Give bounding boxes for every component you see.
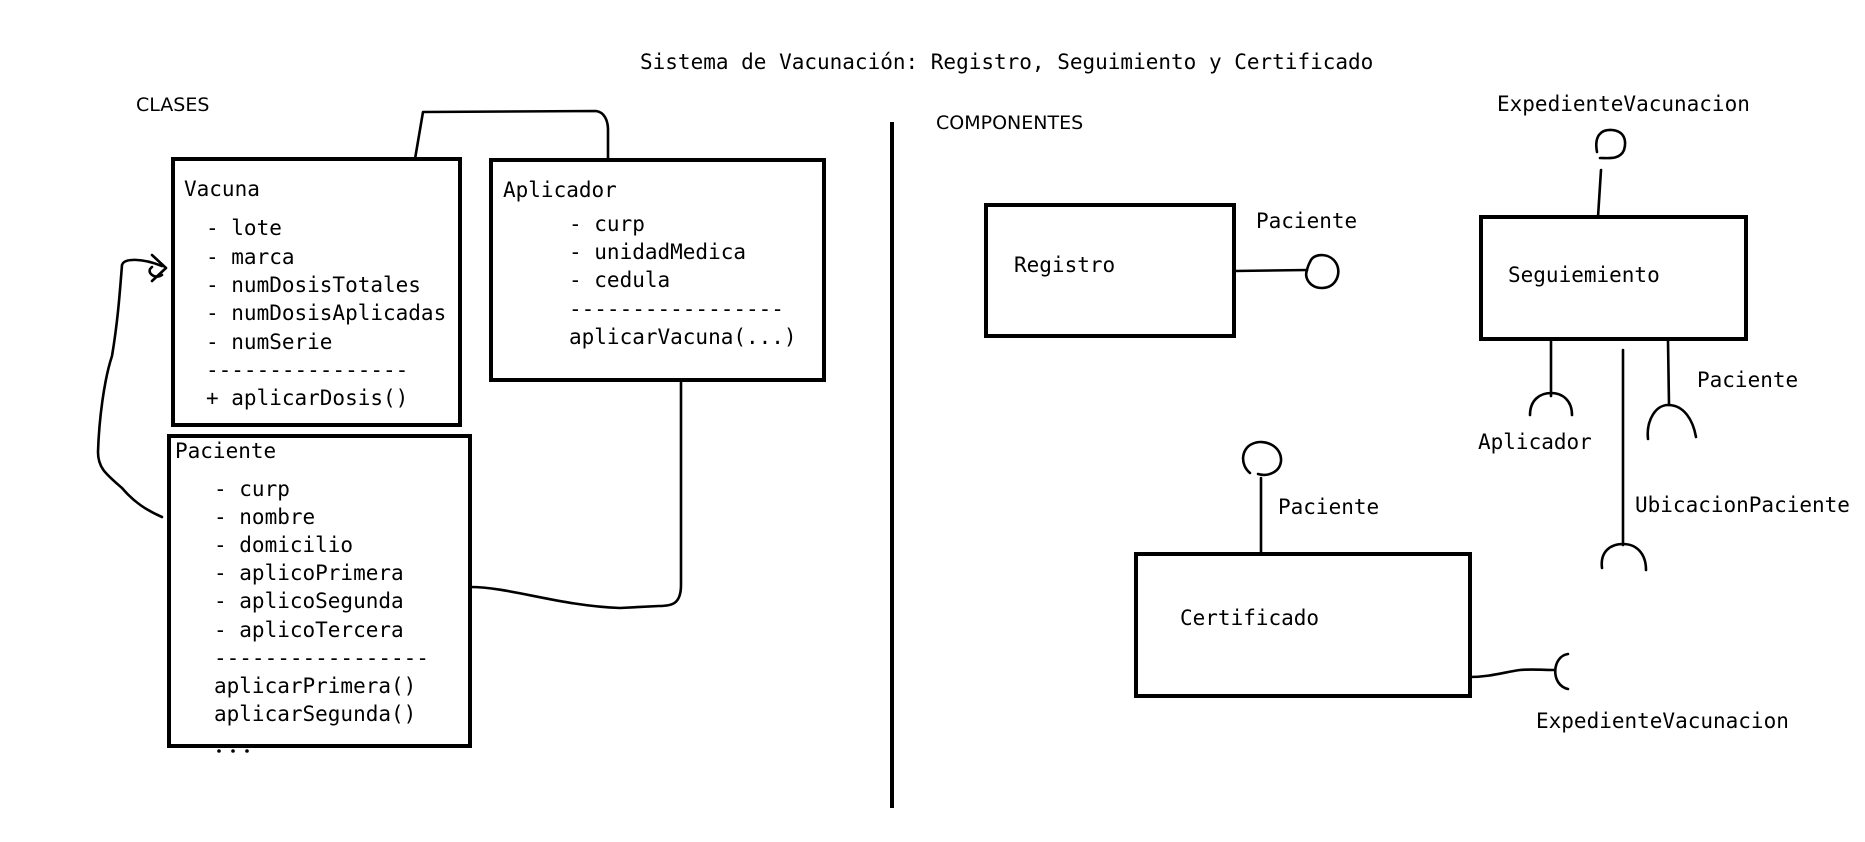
association-arrowhead-loop	[148, 265, 164, 278]
class-vacuna-box	[171, 157, 462, 427]
class-vacuna-name: Vacuna	[184, 177, 260, 201]
provided-interface-ball	[1595, 128, 1627, 160]
class-paciente-method: aplicarSegunda()	[214, 702, 416, 726]
class-aplicador-name: Aplicador	[503, 178, 617, 202]
interface-label-paciente: Paciente	[1697, 368, 1798, 392]
class-aplicador-box	[489, 158, 826, 382]
required-interface-socket	[1646, 403, 1698, 441]
class-vacuna: Vacuna - lote - marca - numDosisTotales …	[171, 157, 462, 427]
class-vacuna-attribute: - lote	[206, 216, 282, 240]
class-vacuna-attribute: - numDosisAplicadas	[206, 301, 446, 325]
class-paciente-attribute: - aplicoTercera	[214, 618, 404, 642]
class-aplicador: Aplicador - curp - unidadMedica - cedula…	[489, 158, 826, 382]
provided-interface-line	[1596, 168, 1603, 219]
class-paciente-attribute: - aplicoSegunda	[214, 589, 404, 613]
class-paciente-name: Paciente	[175, 439, 276, 463]
class-vacuna-attribute: - numDosisTotales	[206, 273, 421, 297]
section-label-clases: CLASES	[136, 94, 209, 116]
component-registro-name: Registro	[1014, 253, 1115, 277]
class-vacuna-method: + aplicarDosis()	[206, 386, 408, 410]
component-seguimiento: Seguiemiento ExpedienteVacunacion Aplica…	[1478, 92, 1850, 572]
component-seguimiento-box	[1479, 215, 1748, 341]
class-paciente-method: aplicarPrimera()	[214, 674, 416, 698]
interface-label-ubicacion-paciente: UbicacionPaciente	[1635, 493, 1850, 517]
class-paciente-attribute: - aplicoPrimera	[214, 561, 404, 585]
component-certificado-box	[1134, 552, 1472, 698]
association-vacuna-aplicador	[413, 109, 610, 162]
class-paciente-box	[167, 434, 472, 748]
class-vacuna-attribute: - numSerie	[206, 330, 332, 354]
diagram-title: Sistema de Vacunación: Registro, Seguimi…	[640, 50, 1373, 74]
provided-interface-ball	[1304, 253, 1340, 290]
interface-label-paciente: Paciente	[1256, 209, 1357, 233]
class-aplicador-separator: -----------------	[569, 297, 784, 321]
interface-label-paciente: Paciente	[1278, 495, 1379, 519]
class-paciente-attribute: - domicilio	[214, 533, 353, 557]
class-vacuna-separator: ----------------	[206, 358, 408, 382]
provided-interface-ball	[1241, 440, 1283, 477]
interface-label-expediente-vacunacion: ExpedienteVacunacion	[1536, 709, 1789, 733]
class-aplicador-attribute: - curp	[569, 212, 645, 236]
required-interface-socket	[1553, 652, 1570, 691]
class-paciente-attribute: - nombre	[214, 505, 315, 529]
component-certificado-name: Certificado	[1180, 606, 1319, 630]
association-paciente-vacuna	[96, 258, 164, 519]
required-interface-socket	[1528, 391, 1574, 417]
interface-label-expediente-vacunacion: ExpedienteVacunacion	[1497, 92, 1750, 116]
class-aplicador-attribute: - cedula	[569, 268, 670, 292]
interface-label-aplicador: Aplicador	[1478, 430, 1592, 454]
required-interface-line	[1468, 668, 1557, 679]
association-aplicador-paciente	[468, 378, 683, 610]
component-certificado: Certificado Paciente ExpedienteVacunacio…	[1134, 440, 1789, 733]
ellipsis-marks	[217, 749, 249, 753]
class-paciente-attribute: - curp	[214, 477, 290, 501]
class-aplicador-method: aplicarVacuna(...)	[569, 325, 797, 349]
class-paciente: Paciente - curp - nombre - domicilio - a…	[167, 434, 472, 753]
class-aplicador-attribute: - unidadMedica	[569, 240, 746, 264]
component-registro: Registro Paciente	[984, 203, 1357, 338]
component-seguimiento-name: Seguiemiento	[1508, 263, 1660, 287]
section-label-componentes: COMPONENTES	[936, 112, 1083, 134]
class-vacuna-attribute: - marca	[206, 245, 295, 269]
required-interface-socket	[1600, 542, 1648, 572]
provided-interface-line	[1232, 268, 1309, 273]
required-interface-line	[1666, 339, 1671, 407]
class-paciente-separator: -----------------	[214, 646, 429, 670]
